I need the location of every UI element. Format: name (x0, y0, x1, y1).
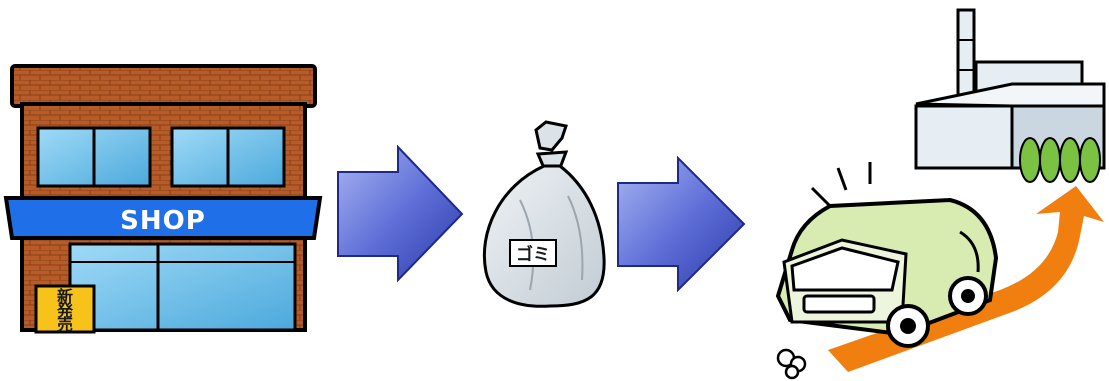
shop-awning: SHOP (6, 198, 320, 238)
shop-sign-text: SHOP (120, 206, 206, 236)
exhaust-puff-icon (778, 350, 805, 378)
factory-icon (916, 10, 1104, 182)
flow-arrow-icon (338, 147, 462, 280)
shop-storefront (70, 244, 295, 330)
new-release-badge: 新 発 売 (36, 286, 94, 334)
badge-line-3: 売 (57, 315, 73, 334)
shop-icon: SHOP 新 発 売 (6, 66, 320, 334)
flow-arrow-icon (618, 158, 744, 290)
garbage-bag-icon: ゴミ (484, 122, 604, 306)
garbage-bag-label: ゴミ (516, 244, 550, 265)
shop-upper-window-right (172, 128, 284, 186)
shop-upper-window-left (38, 128, 150, 186)
